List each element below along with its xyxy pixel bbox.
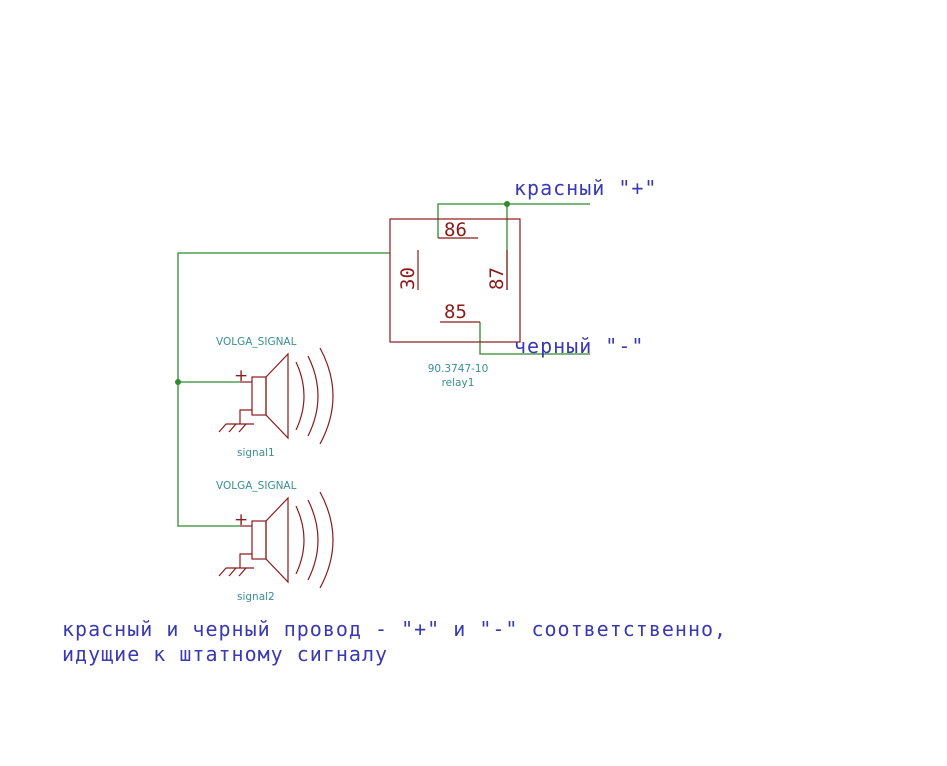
- note: красный и черный провод - "+" и "-" соот…: [62, 617, 727, 666]
- net-label-red-plus: красный "+": [514, 176, 657, 200]
- relay-pin-30: 30: [397, 267, 419, 290]
- horn-2-wave-2: [307, 499, 319, 581]
- horn-1-wave-2: [307, 355, 319, 437]
- horn-1-ground-lead: [239, 409, 252, 424]
- horn-1-reference: signal1: [237, 447, 275, 459]
- wire-86: [437, 203, 507, 238]
- relay-body: [389, 218, 521, 343]
- horn-2-ground-lead: [239, 553, 252, 568]
- horn-1-cone: [265, 352, 289, 440]
- horn-1-wave-1: [295, 361, 305, 431]
- horn-2-ground-hatch-3: [238, 567, 247, 577]
- horn-1-ground-hatch-1: [218, 423, 227, 433]
- horn-2-plus: +: [234, 510, 248, 530]
- relay-value: 90.3747-10: [428, 363, 489, 375]
- horn-1-ground-hatch-3: [238, 423, 247, 433]
- horn-2-reference: signal2: [237, 591, 275, 603]
- wires: [175, 201, 590, 527]
- relay-pin-87: 87: [486, 267, 508, 290]
- relay-pin-86: 86: [444, 219, 467, 241]
- wire-85: [479, 322, 590, 355]
- horn-2-value: VOLGA_SIGNAL: [216, 480, 297, 492]
- horn-1-value: VOLGA_SIGNAL: [216, 336, 297, 348]
- horn-2-ground-hatch-2: [228, 567, 237, 577]
- horn-2-wave-3: [319, 491, 334, 589]
- net-label-black-minus: черный "-": [514, 334, 644, 358]
- horn-2[interactable]: VOLGA_SIGNAL + signal2: [216, 480, 334, 603]
- relay-reference: relay1: [442, 377, 475, 389]
- horn-1-ground-hatch-2: [228, 423, 237, 433]
- note-line-2: идущие к штатному сигналу: [62, 642, 388, 666]
- horn-2-ground-hatch-1: [218, 567, 227, 577]
- relay[interactable]: 86 85 30 87 90.3747-10 relay1: [389, 218, 521, 389]
- relay-pin-85: 85: [444, 301, 467, 323]
- horn-2-magnet: [251, 520, 267, 560]
- horn-1-wave-3: [319, 347, 334, 445]
- junction-horns: [175, 379, 181, 385]
- horn-1[interactable]: VOLGA_SIGNAL + signal1: [216, 336, 334, 459]
- junction-plus: [504, 201, 510, 207]
- wire-30: [177, 252, 390, 527]
- horn-2-wave-1: [295, 505, 305, 575]
- note-line-1: красный и черный провод - "+" и "-" соот…: [62, 617, 727, 641]
- horn-1-magnet: [251, 376, 267, 416]
- horn-2-cone: [265, 496, 289, 584]
- horn-1-plus: +: [234, 366, 248, 386]
